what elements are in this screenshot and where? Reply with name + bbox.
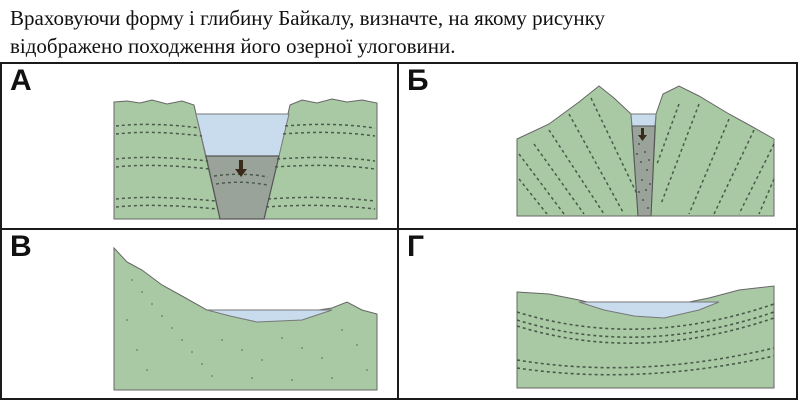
answer-grid: А [0,62,800,400]
rift-mountains-illustration [516,85,775,217]
down-arrow-icon [638,128,647,141]
question-text: Враховуючи форму і глибину Байкалу, визн… [10,4,790,60]
option-a-panel[interactable]: А [0,62,399,230]
down-arrow-icon [235,160,247,177]
option-v-letter: В [10,230,32,263]
option-g-panel[interactable]: Г [397,228,798,400]
erosion-basin-illustration [113,246,378,391]
option-a-letter: А [10,64,32,97]
option-v-panel[interactable]: В [0,228,399,400]
option-b-letter: Б [407,64,429,97]
option-b-panel[interactable]: Б [397,62,798,230]
graben-illustration [113,98,378,220]
syncline-basin-illustration [516,285,775,389]
question-line-1: Враховуючи форму і глибину Байкалу, визн… [10,6,606,30]
option-g-letter: Г [407,230,425,263]
question-line-2: відображено походження його озерної улог… [10,34,456,58]
